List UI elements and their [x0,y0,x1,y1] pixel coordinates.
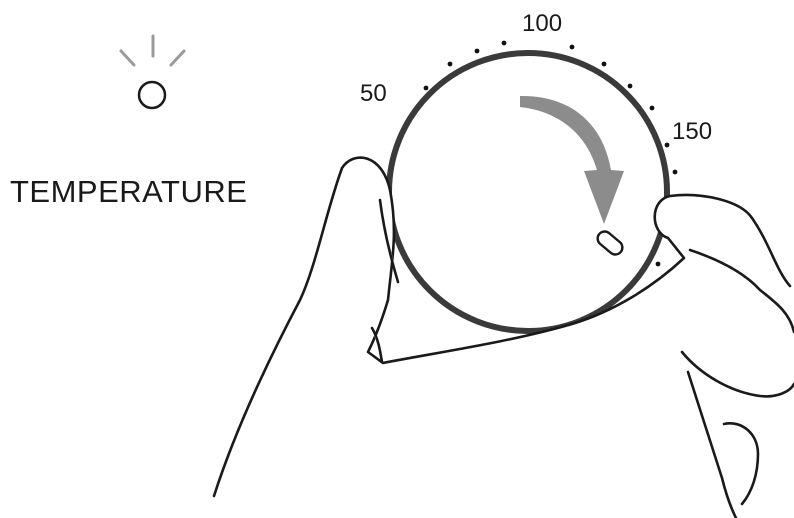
dial-scale-label-150: 150 [672,120,712,144]
dial-knob[interactable] [389,53,667,331]
dial-scale-label-100: 100 [522,12,562,36]
indicator-light-icon [121,36,184,108]
dial-scale-label-50: 50 [360,82,387,106]
indicator-label: TEMPERATURE [10,176,247,207]
